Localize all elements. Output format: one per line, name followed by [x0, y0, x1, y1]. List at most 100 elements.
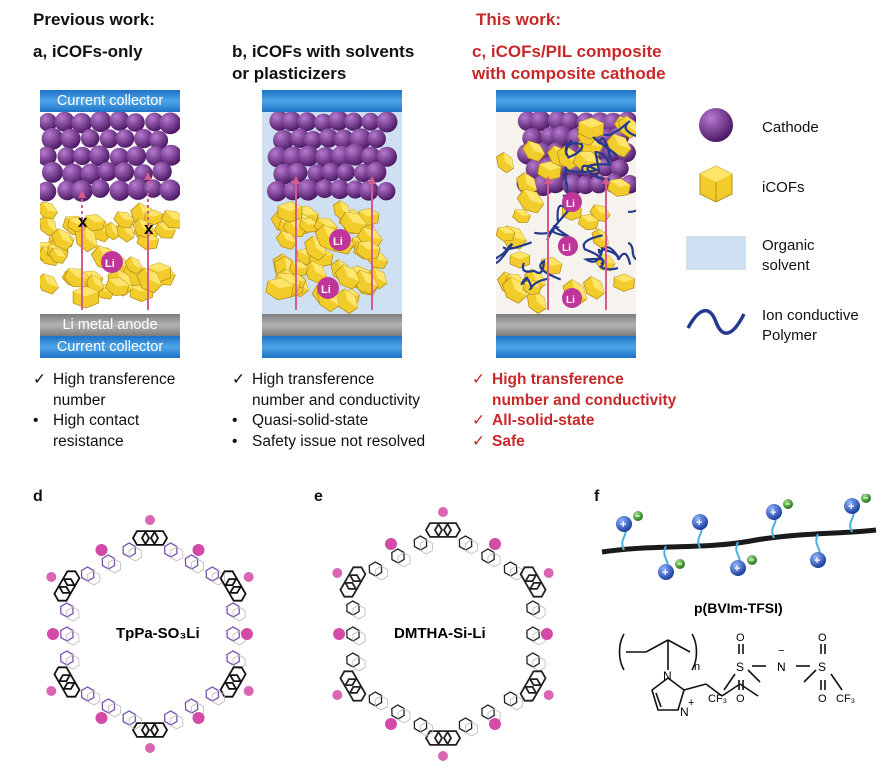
bullet-b-3: •Quasi-solid-state [232, 412, 369, 429]
blocked-x-1: x [78, 212, 88, 231]
solvent-legend-icon [686, 236, 746, 270]
bullet-a-4: resistance [53, 432, 124, 450]
cathode-layer-b [267, 112, 398, 202]
svg-text:−: − [785, 499, 790, 509]
li-ion-c2 [558, 236, 578, 256]
tppa-ring [46, 515, 254, 753]
bullet-b-2: number and conductivity [252, 391, 421, 409]
legend-cathode: Cathode [762, 119, 819, 136]
cathode-legend-icon [699, 108, 733, 142]
svg-text:−: − [677, 559, 682, 569]
pil-name: p(BVIm-TFSI) [694, 600, 783, 616]
current-collector-top-c [496, 90, 636, 112]
tfsi-anion [723, 644, 843, 691]
cell-b-stack: Li Li [262, 112, 402, 314]
arrows-a [78, 172, 152, 310]
svg-text:+: + [662, 567, 668, 579]
legend-solvent-1: Organic [762, 237, 815, 254]
svg-text:+: + [770, 507, 776, 519]
subscript-n: n [694, 661, 700, 673]
li-ion-c1 [562, 192, 582, 212]
dmtha-name: DMTHA-Si-Li [394, 625, 486, 642]
svg-text:+: + [696, 517, 702, 529]
li-ion-b1-label: Li [333, 236, 343, 248]
tfsi-n: N [777, 660, 786, 674]
dmtha-ring [332, 507, 554, 761]
cell-a-stack: x x Li [40, 112, 180, 310]
svg-text:−: − [863, 494, 868, 503]
svg-text:+: + [814, 555, 820, 567]
li-ion-c3-label: Li [566, 295, 575, 306]
bullet-c-2: number and conductivity [492, 391, 677, 409]
imid-n2: N [680, 705, 689, 719]
tfsi-cf3-left: CF₃ [708, 693, 727, 705]
battery-cell-b: Li Li [262, 90, 402, 358]
panel-b-title-line1: b, iCOFs with solvents [232, 42, 415, 61]
polymer-layer-c [496, 120, 636, 291]
imid-n1: N [663, 669, 672, 683]
current-collector-top-b [262, 90, 402, 112]
li-ion-a [101, 251, 123, 273]
polymer-backbone [601, 527, 877, 555]
arrows-b [292, 176, 376, 310]
icof-legend-icon [699, 165, 733, 203]
li-ion-c1-label: Li [566, 199, 575, 210]
panel-f-label: f [594, 488, 600, 505]
li-ion-c2-label: Li [562, 243, 571, 254]
bullet-c-3: ✓All-solid-state [472, 412, 595, 429]
tfsi-s2: S [818, 660, 826, 674]
battery-cell-a: Current collector x x Li Li metal anode … [40, 90, 180, 358]
cell-c-stack: Li Li Li [496, 112, 636, 314]
current-collector-bottom-b [262, 336, 402, 358]
anode-c [496, 314, 636, 336]
li-metal-anode: Li metal anode [40, 314, 180, 336]
li-ion-a-label: Li [105, 258, 115, 270]
svg-text:−: − [635, 511, 640, 521]
panel-c-bullets: ✓High transference number and conductivi… [472, 370, 676, 452]
legend-icons [686, 108, 746, 335]
tfsi-o4: O [818, 693, 827, 705]
panel-b-title-line2: or plasticizers [232, 64, 347, 83]
svg-text:+: + [848, 501, 854, 513]
svg-text:+: + [734, 563, 740, 575]
li-ion-b2-label: Li [321, 284, 331, 296]
bullet-a-3: •High contact [33, 412, 140, 429]
current-collector-bottom-a: Current collector [40, 336, 180, 358]
svg-text:+: + [620, 519, 626, 531]
dmtha-framework: DMTHA-Si-Li [332, 507, 554, 761]
li-ion-b1 [329, 229, 351, 251]
pil-structure: +−+−++−+−++− p(BVIm-TFSI) n N N + S S N … [601, 494, 877, 719]
svg-text:−: − [749, 555, 754, 565]
tppa-name: TpPa-SO₃Li [116, 625, 200, 642]
current-collector-bottom-c [496, 336, 636, 358]
bullet-c-1: ✓High transference [472, 371, 624, 388]
tfsi-cf3-right: CF₃ [836, 693, 855, 705]
panel-a-bullets: ✓High transference number •High contact … [33, 370, 175, 452]
panel-c-title-line1: c, iCOFs/PIL composite [472, 42, 662, 61]
battery-cell-c: Li Li Li [496, 90, 636, 358]
tfsi-o1: O [736, 632, 745, 644]
legend-solvent-2: solvent [762, 257, 810, 274]
current-collector-top-a: Current collector [40, 90, 180, 112]
tfsi-o2: O [736, 693, 745, 705]
panel-b-bullets: ✓High transference number and conductivi… [232, 370, 425, 452]
arrows-c [544, 176, 610, 310]
blocked-x-2: x [144, 219, 154, 238]
panel-c-title-line2: with composite cathode [472, 64, 666, 83]
panel-e-label: e [314, 488, 323, 505]
polymer-legend-icon [686, 309, 746, 335]
tppa-framework: TpPa-SO₃Li [46, 515, 254, 753]
panel-d-label: d [33, 488, 43, 505]
previous-work-heading: Previous work: [33, 10, 155, 29]
li-ion-c3 [562, 288, 582, 308]
this-work-heading: This work: [476, 10, 562, 29]
bullet-b-1: ✓High transference [232, 371, 375, 388]
bullet-a-2: number [53, 391, 106, 409]
bullet-c-4: ✓Safe [472, 432, 525, 450]
legend-polymer-2: Polymer [762, 327, 818, 344]
li-ion-b2 [317, 277, 339, 299]
cathode-layer-a [40, 112, 180, 202]
tfsi-s1: S [736, 660, 744, 674]
anode-b [262, 314, 402, 336]
bullet-a-1: ✓High transference [33, 371, 176, 388]
